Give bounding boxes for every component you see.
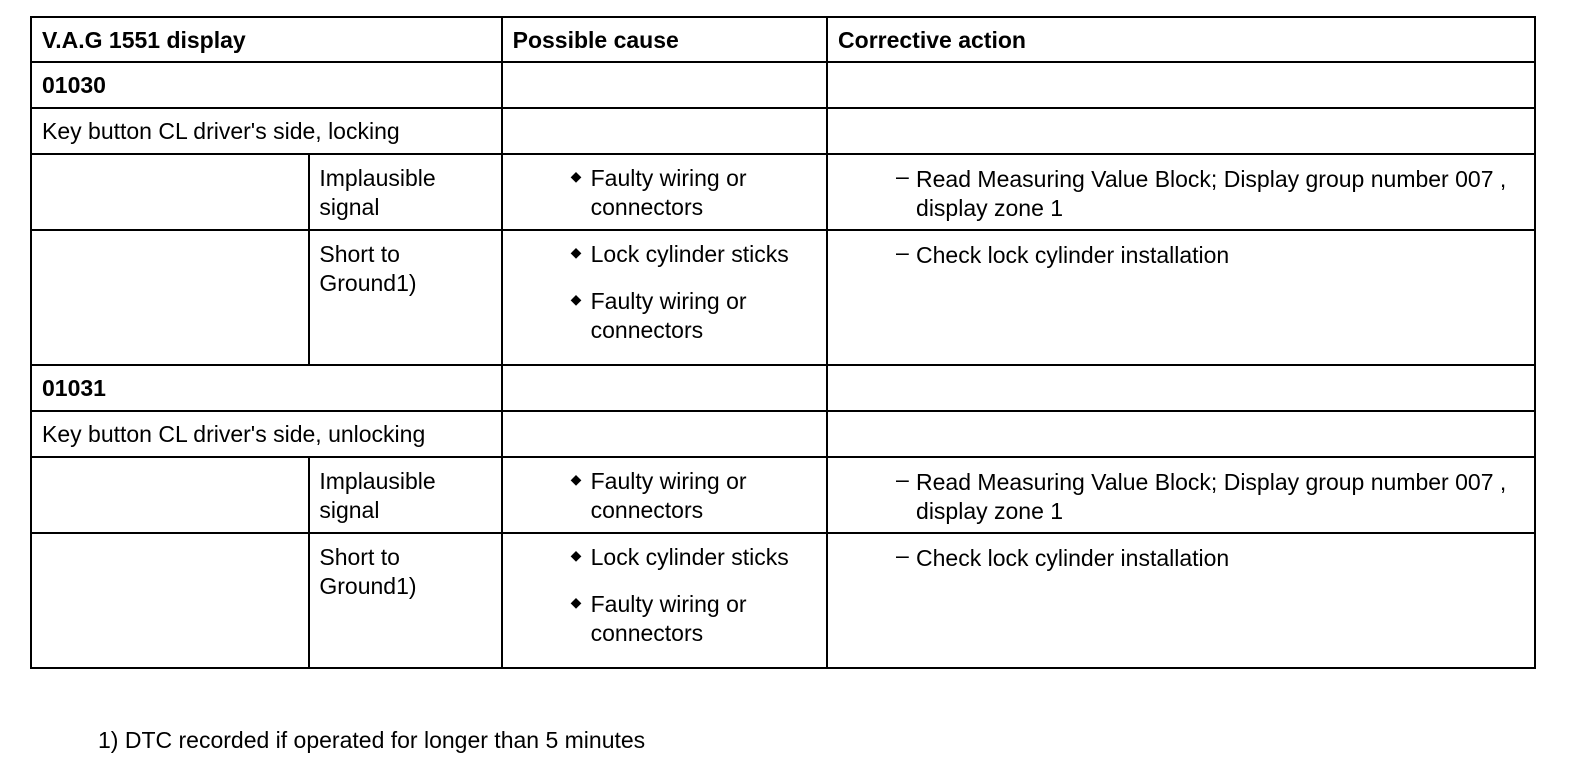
action-item: –Check lock cylinder installation	[896, 239, 1230, 268]
action-cell: –Check lock cylinder installation	[826, 229, 1536, 366]
diamond-bullet-icon: ◆	[570, 471, 582, 487]
header-possible-cause: Possible cause	[500, 16, 829, 63]
cause-cell: ◆Faulty wiring or connectors	[500, 456, 829, 534]
section-code-row: 01030	[30, 61, 1536, 109]
table-row: Short to Ground1) ◆Lock cylinder sticks …	[29, 532, 1536, 669]
table-row: Short to Ground1) ◆Lock cylinder sticks …	[29, 229, 1536, 366]
cause-list: ◆Lock cylinder sticks ◆Faulty wiring or …	[503, 543, 826, 648]
action-list: –Check lock cylinder installation	[828, 239, 1534, 270]
dtc-code: 01030	[30, 61, 503, 109]
condition-cell: Implausible signal	[308, 153, 503, 231]
action-list: –Check lock cylinder installation	[828, 542, 1534, 573]
component-title: Key button CL driver's side, unlocking	[30, 410, 503, 458]
diamond-bullet-icon: ◆	[570, 547, 582, 563]
action-list: –Read Measuring Value Block; Display gro…	[828, 163, 1534, 223]
cause-item: ◆Lock cylinder sticks	[503, 543, 826, 572]
empty-cell	[826, 410, 1536, 458]
cause-cell: ◆Lock cylinder sticks ◆Faulty wiring or …	[500, 532, 829, 669]
table-row: Implausible signal ◆Faulty wiring or con…	[29, 456, 1536, 534]
empty-cell	[826, 107, 1536, 155]
action-cell: –Read Measuring Value Block; Display gro…	[826, 456, 1536, 534]
condition-cell: Short to Ground1)	[308, 532, 503, 669]
condition-cell: Short to Ground1)	[308, 229, 503, 366]
section-title-row: Key button CL driver's side, locking	[30, 107, 1536, 155]
empty-cell	[500, 364, 829, 412]
action-item: –Check lock cylinder installation	[896, 542, 1230, 571]
diamond-bullet-icon: ◆	[570, 244, 582, 260]
dash-bullet-icon: –	[896, 239, 909, 265]
dash-bullet-icon: –	[896, 542, 909, 568]
header-row: V.A.G 1551 display Possible cause Correc…	[30, 16, 1536, 63]
cause-item: ◆Faulty wiring or connectors	[503, 590, 826, 648]
action-cell: –Check lock cylinder installation	[826, 532, 1536, 669]
table-row: Implausible signal ◆Faulty wiring or con…	[29, 153, 1536, 231]
section-code-row: 01031	[30, 364, 1536, 412]
diamond-bullet-icon: ◆	[570, 594, 582, 610]
header-corrective-action: Corrective action	[826, 16, 1536, 63]
dtc-table: V.A.G 1551 display Possible cause Correc…	[29, 16, 1536, 669]
dash-bullet-icon: –	[896, 163, 909, 189]
section-title-row: Key button CL driver's side, unlocking	[30, 410, 1536, 458]
dtc-code: 01031	[30, 364, 503, 412]
component-title: Key button CL driver's side, locking	[30, 107, 503, 155]
empty-cell	[826, 364, 1536, 412]
cause-list: ◆Faulty wiring or connectors	[503, 164, 826, 222]
empty-cell	[29, 153, 311, 231]
action-cell: –Read Measuring Value Block; Display gro…	[826, 153, 1536, 231]
cause-cell: ◆Lock cylinder sticks ◆Faulty wiring or …	[500, 229, 829, 366]
header-display: V.A.G 1551 display	[30, 16, 503, 63]
footnote: 1) DTC recorded if operated for longer t…	[98, 727, 646, 753]
cause-cell: ◆Faulty wiring or connectors	[500, 153, 829, 231]
cause-list: ◆Lock cylinder sticks ◆Faulty wiring or …	[503, 240, 826, 345]
empty-cell	[29, 456, 311, 534]
cause-item: ◆Faulty wiring or connectors	[503, 164, 826, 222]
empty-cell	[826, 61, 1536, 109]
empty-cell	[500, 61, 829, 109]
empty-cell	[29, 532, 311, 669]
empty-cell	[500, 410, 829, 458]
empty-cell	[29, 229, 311, 366]
dash-bullet-icon: –	[896, 466, 909, 492]
condition-cell: Implausible signal	[308, 456, 503, 534]
action-list: –Read Measuring Value Block; Display gro…	[828, 466, 1534, 526]
cause-item: ◆Faulty wiring or connectors	[503, 287, 826, 345]
diamond-bullet-icon: ◆	[570, 291, 582, 307]
cause-list: ◆Faulty wiring or connectors	[503, 467, 826, 525]
cause-item: ◆Faulty wiring or connectors	[503, 467, 826, 525]
action-item: –Read Measuring Value Block; Display gro…	[896, 163, 1507, 221]
cause-item: ◆Lock cylinder sticks	[503, 240, 826, 269]
diamond-bullet-icon: ◆	[570, 168, 582, 184]
empty-cell	[500, 107, 829, 155]
action-item: –Read Measuring Value Block; Display gro…	[896, 466, 1507, 524]
